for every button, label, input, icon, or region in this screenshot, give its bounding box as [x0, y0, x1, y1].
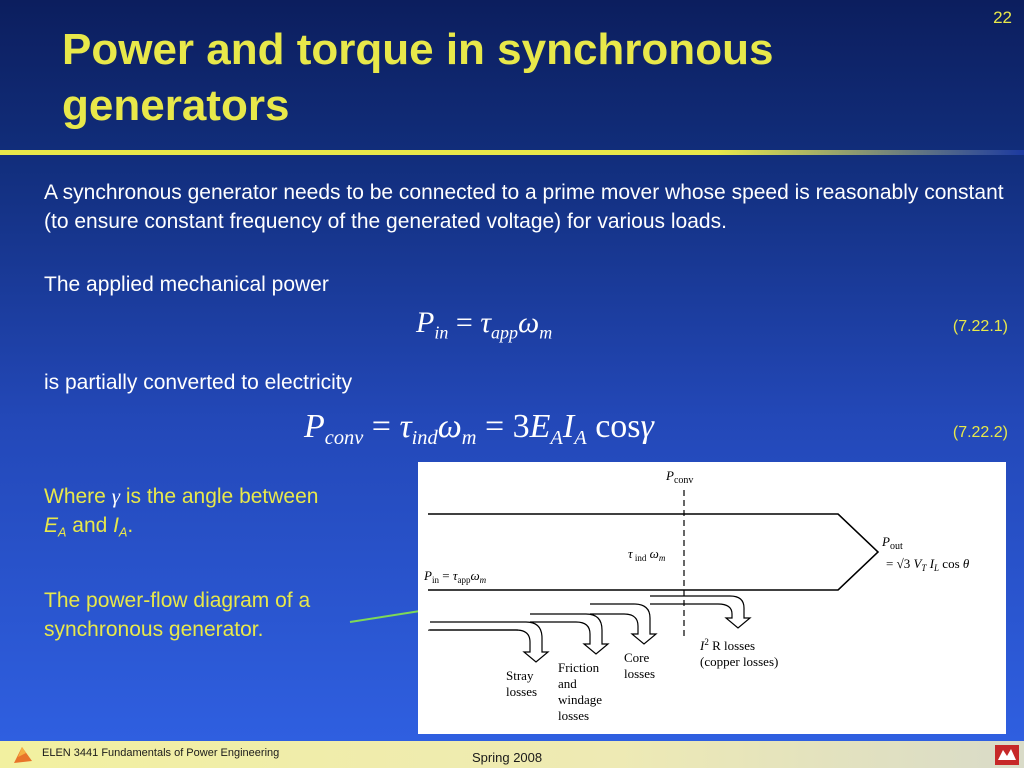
label-tau-ind: τ ind ωm	[628, 546, 666, 563]
equation-number-2: (7.22.2)	[952, 424, 1008, 441]
label-p-conv: Pconv	[665, 468, 693, 486]
paragraph-mechanical-power: The applied mechanical power	[44, 273, 329, 296]
matlab-logo-icon	[14, 747, 32, 763]
where-prefix: Where	[44, 485, 106, 508]
friction-loss-arrow	[530, 613, 610, 655]
label-copper-losses: I2 R losses(copper losses)	[699, 637, 778, 669]
label-p-out-formula: = √3 VT IL cos θ	[886, 556, 970, 573]
equation-converted-power: Pconv = τindωm = 3EAIA cosγ	[304, 408, 654, 450]
gamma-symbol: γ	[111, 484, 120, 508]
power-flow-diagram: Pconv Pout = √3 VT IL cos θ τ ind ωm Pin…	[418, 462, 1006, 734]
slide-title: Power and torque in synchronous generato…	[62, 25, 774, 130]
equation-input-power: Pin = τappωm	[416, 306, 553, 343]
footer-bar	[0, 741, 1024, 768]
where-and: and	[72, 514, 108, 537]
paragraph-converted: is partially converted to electricity	[44, 371, 353, 394]
where-suffix: is the angle between	[125, 485, 319, 508]
label-p-in: Pin = τappωm	[423, 568, 487, 585]
where-explanation: Where γ is the angle between EA and IA.	[44, 484, 319, 540]
arrow-tip-lines	[837, 513, 880, 591]
paragraph-intro: A synchronous generator needs to be conn…	[44, 181, 1004, 233]
footer-term: Spring 2008	[472, 750, 543, 765]
slide-number: 22	[993, 8, 1012, 27]
stray-loss-arrow	[430, 621, 550, 663]
title-underline	[0, 150, 1024, 155]
footer-course: ELEN 3441 Fundamentals of Power Engineer…	[42, 747, 280, 759]
copper-loss-arrow	[650, 595, 752, 629]
university-logo-icon	[995, 745, 1019, 765]
equation-number-1: (7.22.1)	[952, 318, 1008, 335]
label-p-out: Pout	[881, 534, 903, 552]
core-loss-arrow	[590, 603, 658, 645]
figure-caption: The power-flow diagram of a synchronous …	[44, 589, 311, 641]
